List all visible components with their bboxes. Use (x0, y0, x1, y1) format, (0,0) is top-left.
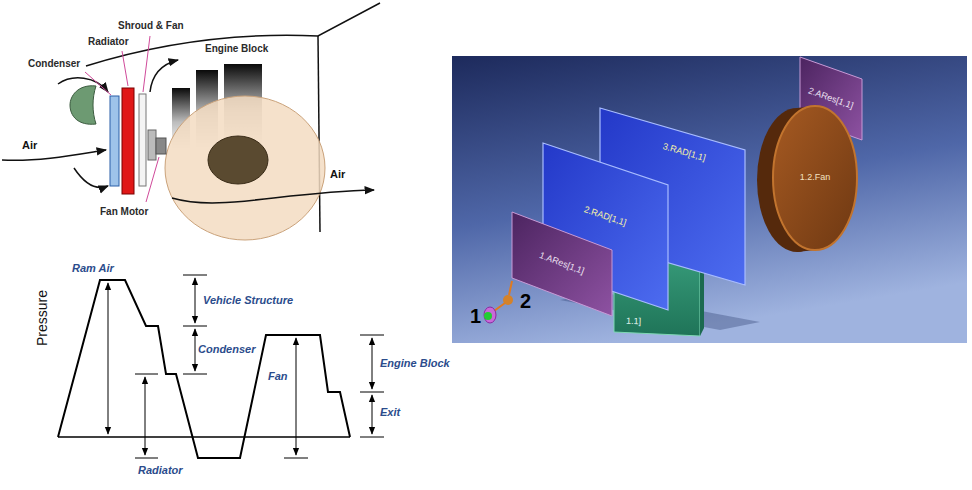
firewall-line (318, 36, 320, 232)
radiator-panel-face (600, 108, 745, 285)
part-label: Radiator (88, 36, 129, 48)
air-resistance-panel-shapes (800, 57, 862, 140)
dimension-tick (135, 374, 158, 375)
viewport-background (452, 56, 967, 343)
engine-bay (165, 96, 325, 240)
dimension-arrow (108, 283, 109, 434)
dimension-tick (183, 326, 207, 327)
dimension-arrow (195, 278, 196, 323)
leader-line (85, 72, 111, 95)
chart-label: Ram Air (72, 262, 114, 275)
callout-number: 2 (520, 290, 531, 313)
radiator-panel-shapes (600, 108, 745, 285)
flow-label: Air (330, 168, 345, 181)
dimension-tick (135, 458, 158, 459)
chart-label: Vehicle Structure (203, 294, 293, 307)
model-view (452, 56, 967, 343)
air-arrow (74, 168, 108, 187)
shroud-bar (139, 94, 146, 186)
dimension-tick (284, 458, 308, 459)
air-resistance-panel-face (800, 57, 862, 140)
dimension-arrow (195, 329, 196, 371)
air-arrow (172, 190, 374, 203)
pressure-curve (58, 280, 350, 458)
chart-label: Exit (380, 406, 400, 419)
dimension-tick (360, 437, 384, 438)
chart-label: Condenser (198, 343, 255, 356)
fan-hub (148, 130, 156, 160)
dimension-tick (183, 374, 207, 375)
part-label: Condenser (28, 58, 80, 70)
axis-label: Pressure (34, 290, 50, 346)
callout-number: 1 (470, 305, 481, 328)
inlet-marker (484, 307, 496, 323)
chart-label: Radiator (138, 464, 183, 477)
node-text: 1.1] (626, 317, 641, 327)
dimension-arrow (296, 338, 297, 455)
condenser-bar (110, 96, 119, 186)
chart-label: Fan (268, 370, 288, 383)
fan-cylinder-shapes (757, 106, 857, 252)
part-label: Fan Motor (100, 206, 148, 218)
leader-line (146, 157, 159, 202)
fan-cylinder-face (773, 106, 857, 250)
flow-label: Air (22, 139, 37, 152)
baseline (58, 436, 350, 438)
part-label: Engine Block (205, 43, 268, 55)
chart-label: Engine Block (380, 357, 450, 370)
dimension-arrow (372, 338, 373, 389)
dimension-tick (360, 335, 384, 336)
pressure-chart (58, 275, 384, 458)
junction-dot (503, 295, 513, 305)
air-arrow (150, 60, 178, 92)
air-arrow (2, 150, 106, 160)
dimension-arrow (372, 395, 373, 434)
radiator-bar (122, 88, 134, 194)
hood-line (86, 3, 380, 66)
callout-line (509, 281, 512, 295)
air-arrow (58, 78, 108, 92)
leader-line (122, 51, 128, 86)
fan-motor (156, 138, 166, 154)
inlet-dot (484, 312, 492, 320)
part-label: Shroud & Fan (118, 20, 184, 32)
leader-line (143, 36, 150, 92)
bumper (70, 86, 96, 124)
vehicle-schematic (2, 3, 380, 240)
engine-core (208, 136, 268, 184)
callout-line (494, 303, 505, 311)
fan-cylinder: 1.2.Fan (755, 104, 859, 254)
dimension-tick (183, 275, 207, 276)
dimension-arrow (145, 377, 146, 455)
node-text: 1.2.Fan (800, 173, 831, 183)
air-resistance-panel: 1.ARes[1,1] (508, 208, 616, 320)
dimension-tick (360, 392, 384, 393)
